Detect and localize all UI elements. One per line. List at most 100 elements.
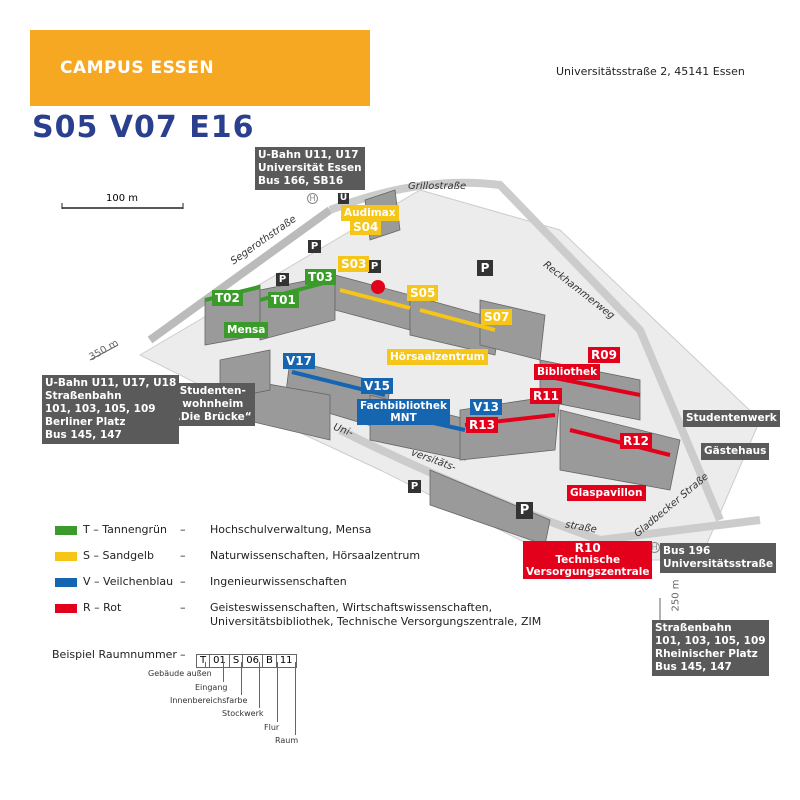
example-label: Beispiel Raumnummer — [52, 648, 177, 661]
parking-icon: P — [308, 240, 321, 253]
street-grillostrasse: Grillostraße — [408, 181, 467, 192]
building-T03[interactable]: T03 — [305, 269, 336, 285]
bus-stop-icon: H — [307, 193, 318, 204]
dash: – — [94, 575, 100, 588]
parking-icon: P — [368, 260, 381, 273]
building-R11[interactable]: R11 — [530, 388, 562, 404]
legend-name: Sandgelb — [102, 549, 154, 562]
transit-line: 101, 103, 105, 109 — [45, 403, 156, 415]
dash: – — [180, 549, 186, 562]
building-S03[interactable]: S03 — [338, 256, 370, 272]
legend-swatch-blue — [55, 578, 77, 587]
legend-letter: S — [83, 549, 90, 562]
building-studentenwerk[interactable]: Studentenwerk — [683, 410, 780, 427]
annotation: Stockwerk — [222, 709, 264, 718]
transit-line: Berliner Platz — [45, 416, 126, 428]
building-V13[interactable]: V13 — [470, 399, 502, 415]
r10-line2: Versorgungszentrale — [526, 566, 650, 578]
wohnheim-line2: wohnheim — [182, 398, 244, 410]
legend-desc: Geisteswissenschaften, Wirtschaftswissen… — [210, 601, 493, 614]
transit-line: U-Bahn U11, U17 — [258, 149, 359, 161]
legend-swatch-green — [55, 526, 77, 535]
connector — [295, 662, 296, 735]
code-part: B — [261, 654, 277, 668]
scale-label: 100 m — [106, 193, 139, 204]
legend-letter: V — [83, 575, 91, 588]
ubahn-icon: U — [338, 193, 349, 204]
building-S05[interactable]: S05 — [407, 285, 439, 301]
building-audimax[interactable]: Audimax — [341, 205, 399, 221]
transit-line: Bus 196 — [663, 545, 711, 557]
legend-letter: T — [83, 523, 90, 536]
transit-line: Bus 145, 147 — [655, 661, 732, 673]
banner-title: CAMPUS ESSEN — [60, 58, 215, 78]
legend-swatch-yellow — [55, 552, 77, 561]
location-marker — [371, 280, 385, 294]
legend-desc: Universitätsbibliothek, Technische Verso… — [210, 615, 542, 628]
address: Universitätsstraße 2, 45141 Essen — [556, 65, 745, 78]
transit-line: Straßenbahn — [655, 622, 732, 634]
legend-R: R – Rot — [83, 601, 121, 614]
building-studentenwohnheim[interactable]: Studenten-wohnheim„Die Brücke“ — [171, 383, 255, 426]
building-bibliothek[interactable]: Bibliothek — [534, 364, 601, 380]
transit-line: Universität Essen — [258, 162, 362, 174]
legend-swatch-red — [55, 604, 77, 613]
transit-line: U-Bahn U11, U17, U18 — [45, 377, 177, 389]
legend-desc: Naturwissenschaften, Hörsaalzentrum — [210, 549, 421, 562]
building-S04[interactable]: S04 — [350, 219, 382, 235]
dash: – — [94, 601, 100, 614]
room-code: S05 V07 E16 — [32, 110, 255, 145]
transit-line: Bus 145, 147 — [45, 429, 122, 441]
connector — [277, 662, 278, 722]
building-R09[interactable]: R09 — [588, 347, 620, 363]
annotation: Raum — [275, 736, 299, 745]
legend-name: Veilchenblau — [103, 575, 174, 588]
building-R13[interactable]: R13 — [466, 417, 498, 433]
dash: – — [180, 648, 186, 661]
legend-S: S – Sandgelb — [83, 549, 154, 562]
legend-name: Rot — [103, 601, 122, 614]
building-R12[interactable]: R12 — [620, 433, 652, 449]
fachbibliothek-label: Fachbibliothek — [360, 400, 447, 412]
wohnheim-line1: Studenten- — [179, 385, 246, 397]
r10-line1: Technische — [555, 554, 621, 566]
dash: – — [180, 601, 186, 614]
building-T01[interactable]: T01 — [268, 292, 299, 308]
connector — [259, 662, 260, 708]
building-hoersaalzentrum[interactable]: Hörsaalzentrum — [387, 349, 488, 365]
building-glaspavillon[interactable]: Glaspavillon — [567, 485, 646, 501]
wohnheim-line3: „Die Brücke“ — [174, 411, 252, 423]
code-part: 11 — [275, 654, 297, 668]
building-V17[interactable]: V17 — [283, 353, 315, 369]
distance-250: 250 m — [670, 579, 682, 612]
mnt-label: MNT — [390, 412, 417, 424]
building-V15[interactable]: V15 — [361, 378, 393, 394]
dash: – — [93, 549, 99, 562]
legend-letter: R — [83, 601, 91, 614]
annotation: Eingang — [195, 683, 228, 692]
building-gaestehaus[interactable]: Gästehaus — [701, 443, 770, 460]
building-S07[interactable]: S07 — [481, 309, 513, 325]
transit-line: Straßenbahn — [45, 390, 122, 402]
parking-icon: P — [516, 502, 533, 519]
annotation: Innenbereichsfarbe — [170, 696, 248, 705]
r10-label: R10 — [574, 541, 601, 555]
parking-icon: P — [477, 260, 493, 276]
building-T02[interactable]: T02 — [212, 290, 243, 306]
legend-T: T – Tannengrün — [83, 523, 167, 536]
transit-line: Universitätsstraße — [663, 558, 774, 570]
legend-name: Tannengrün — [102, 523, 168, 536]
connector — [241, 662, 242, 695]
legend-desc: Hochschulverwaltung, Mensa — [210, 523, 372, 536]
building-mensa[interactable]: Mensa — [224, 322, 269, 338]
transit-line: Rheinischer Platz — [655, 648, 758, 660]
dash: – — [180, 523, 186, 536]
connector — [223, 662, 224, 682]
